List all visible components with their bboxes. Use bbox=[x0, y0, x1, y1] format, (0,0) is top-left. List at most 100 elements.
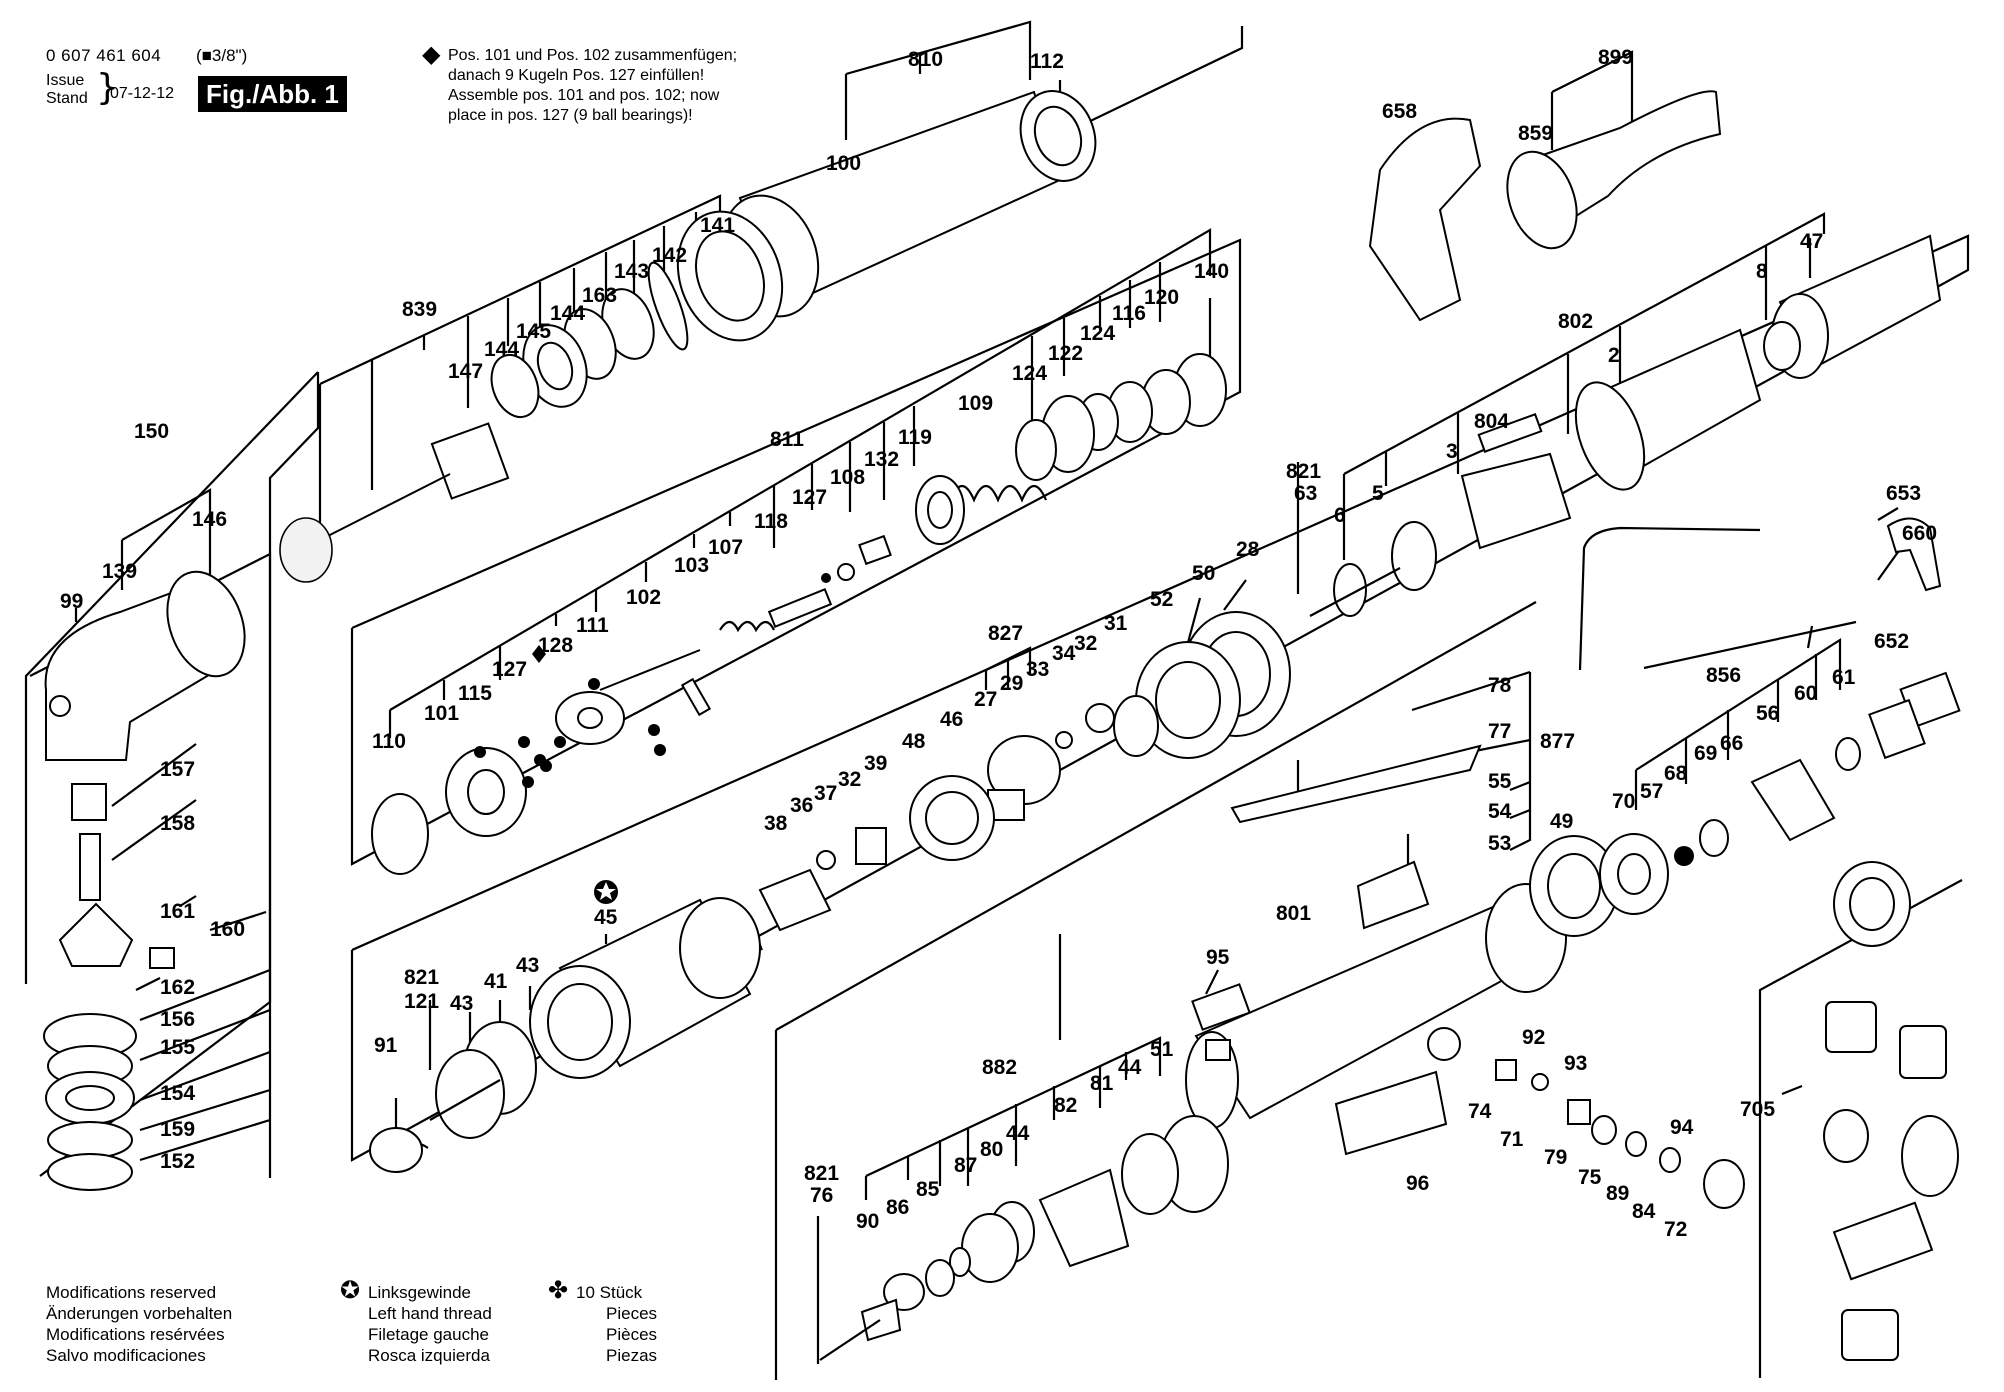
label: 839 bbox=[402, 298, 437, 321]
brace-glyph: } bbox=[96, 67, 119, 108]
label: 160 bbox=[210, 918, 245, 941]
footer-line: 10 Stück bbox=[576, 1283, 643, 1302]
label: 71 bbox=[1500, 1128, 1524, 1151]
label: 50 bbox=[1192, 562, 1215, 585]
label: 28 bbox=[1236, 538, 1260, 561]
label: 150 bbox=[134, 420, 169, 443]
label: 144 bbox=[550, 302, 585, 325]
label: 141 bbox=[700, 214, 735, 237]
label: 810 bbox=[908, 48, 943, 71]
label: 127 bbox=[792, 486, 827, 509]
label: 74 bbox=[1468, 1100, 1492, 1123]
label: 652 bbox=[1874, 630, 1909, 653]
label: 94 bbox=[1670, 1116, 1694, 1139]
label: 90 bbox=[856, 1210, 879, 1233]
label: 85 bbox=[916, 1178, 940, 1201]
label: 81 bbox=[1090, 1072, 1114, 1095]
label: 63 bbox=[1294, 482, 1317, 505]
left-hand-thread-legend: ✪ Linksgewinde Left hand thread Filetage… bbox=[340, 1278, 492, 1366]
label: 66 bbox=[1720, 732, 1743, 755]
label: 56 bbox=[1756, 702, 1779, 725]
footer-line: Rosca izquierda bbox=[368, 1346, 490, 1365]
note-line: Assemble pos. 101 and pos. 102; now bbox=[448, 87, 720, 104]
label: 112 bbox=[1030, 50, 1064, 73]
label: 143 bbox=[614, 260, 649, 283]
footer-line: Modifications resérvées bbox=[46, 1325, 225, 1344]
label: 80 bbox=[980, 1138, 1003, 1161]
stand-label: Stand bbox=[46, 90, 88, 107]
label: 705 bbox=[1740, 1098, 1775, 1121]
label: 45 bbox=[594, 906, 618, 929]
clover-icon: ✤ bbox=[548, 1276, 569, 1304]
label: 147 bbox=[448, 360, 483, 383]
label: 107 bbox=[708, 536, 743, 559]
label: 86 bbox=[886, 1196, 909, 1219]
label: 84 bbox=[1632, 1200, 1656, 1223]
label: 127 bbox=[492, 658, 527, 681]
footer-line: Änderungen vorbehalten bbox=[46, 1304, 233, 1323]
label: 49 bbox=[1550, 810, 1573, 833]
label: 92 bbox=[1522, 1026, 1545, 1049]
quantity-legend: ✤ 10 Stück Pieces Pièces Piezas bbox=[548, 1278, 657, 1366]
label: 82 bbox=[1054, 1094, 1077, 1117]
label: 121 bbox=[404, 990, 439, 1013]
label: 96 bbox=[1406, 1172, 1429, 1195]
label: 53 bbox=[1488, 832, 1511, 855]
label: 89 bbox=[1606, 1182, 1629, 1205]
footer-line: Left hand thread bbox=[368, 1304, 492, 1323]
label: 124 bbox=[1080, 322, 1115, 345]
label: 856 bbox=[1706, 664, 1741, 687]
assembly-note: ◆ Pos. 101 und Pos. 102 zusammenfügen; d… bbox=[422, 42, 738, 126]
label: 57 bbox=[1640, 780, 1663, 803]
label: 159 bbox=[160, 1118, 195, 1141]
note-line: Pos. 101 und Pos. 102 zusammenfügen; bbox=[448, 47, 738, 64]
label: 658 bbox=[1382, 100, 1417, 123]
label: 87 bbox=[954, 1154, 977, 1177]
part-drawings bbox=[43, 90, 1961, 1361]
label: 154 bbox=[160, 1082, 195, 1105]
label: 55 bbox=[1488, 770, 1512, 793]
label: 110 bbox=[372, 730, 406, 753]
label: 93 bbox=[1564, 1052, 1587, 1075]
label: 37 bbox=[814, 782, 837, 805]
label: 139 bbox=[102, 560, 137, 583]
diamond-icon bbox=[532, 645, 546, 663]
figure-label: Fig./Abb. 1 bbox=[198, 76, 347, 112]
label: 44 bbox=[1118, 1056, 1142, 1079]
footer-line: Modifications reserved bbox=[46, 1283, 217, 1302]
label: 102 bbox=[626, 586, 661, 609]
star-circle-icon: ✪ bbox=[340, 1276, 361, 1304]
label: 156 bbox=[160, 1008, 195, 1031]
symbol-markers bbox=[532, 645, 618, 904]
note-line: danach 9 Kugeln Pos. 127 einfüllen! bbox=[448, 67, 705, 84]
label: 124 bbox=[1012, 362, 1047, 385]
label: 61 bbox=[1832, 666, 1856, 689]
label: 33 bbox=[1026, 658, 1049, 681]
label: 109 bbox=[958, 392, 993, 415]
label: 60 bbox=[1794, 682, 1817, 705]
label: 142 bbox=[652, 244, 687, 267]
label: 128 bbox=[538, 634, 573, 657]
label: 821 bbox=[804, 1162, 839, 1185]
part-number-labels: 810 112 100 899 859 658 141 142 143 163 … bbox=[60, 46, 1937, 1241]
label: 78 bbox=[1488, 674, 1512, 697]
label: 827 bbox=[988, 622, 1023, 645]
label: 5 bbox=[1372, 482, 1384, 505]
label: 660 bbox=[1902, 522, 1937, 545]
label: 120 bbox=[1144, 286, 1179, 309]
note-line: place in pos. 127 (9 ball bearings)! bbox=[448, 107, 693, 124]
drive-size: (■3/8") bbox=[196, 46, 248, 65]
label: 52 bbox=[1150, 588, 1173, 611]
label: 36 bbox=[790, 794, 813, 817]
label: 103 bbox=[674, 554, 709, 577]
label: 29 bbox=[1000, 672, 1023, 695]
label: 100 bbox=[826, 152, 861, 175]
label: 38 bbox=[764, 812, 788, 835]
label: 163 bbox=[582, 284, 617, 307]
label: 54 bbox=[1488, 800, 1512, 823]
label: 140 bbox=[1194, 260, 1229, 283]
footer-line: Salvo modificaciones bbox=[46, 1346, 206, 1365]
label: 68 bbox=[1664, 762, 1688, 785]
label: 75 bbox=[1578, 1166, 1602, 1189]
